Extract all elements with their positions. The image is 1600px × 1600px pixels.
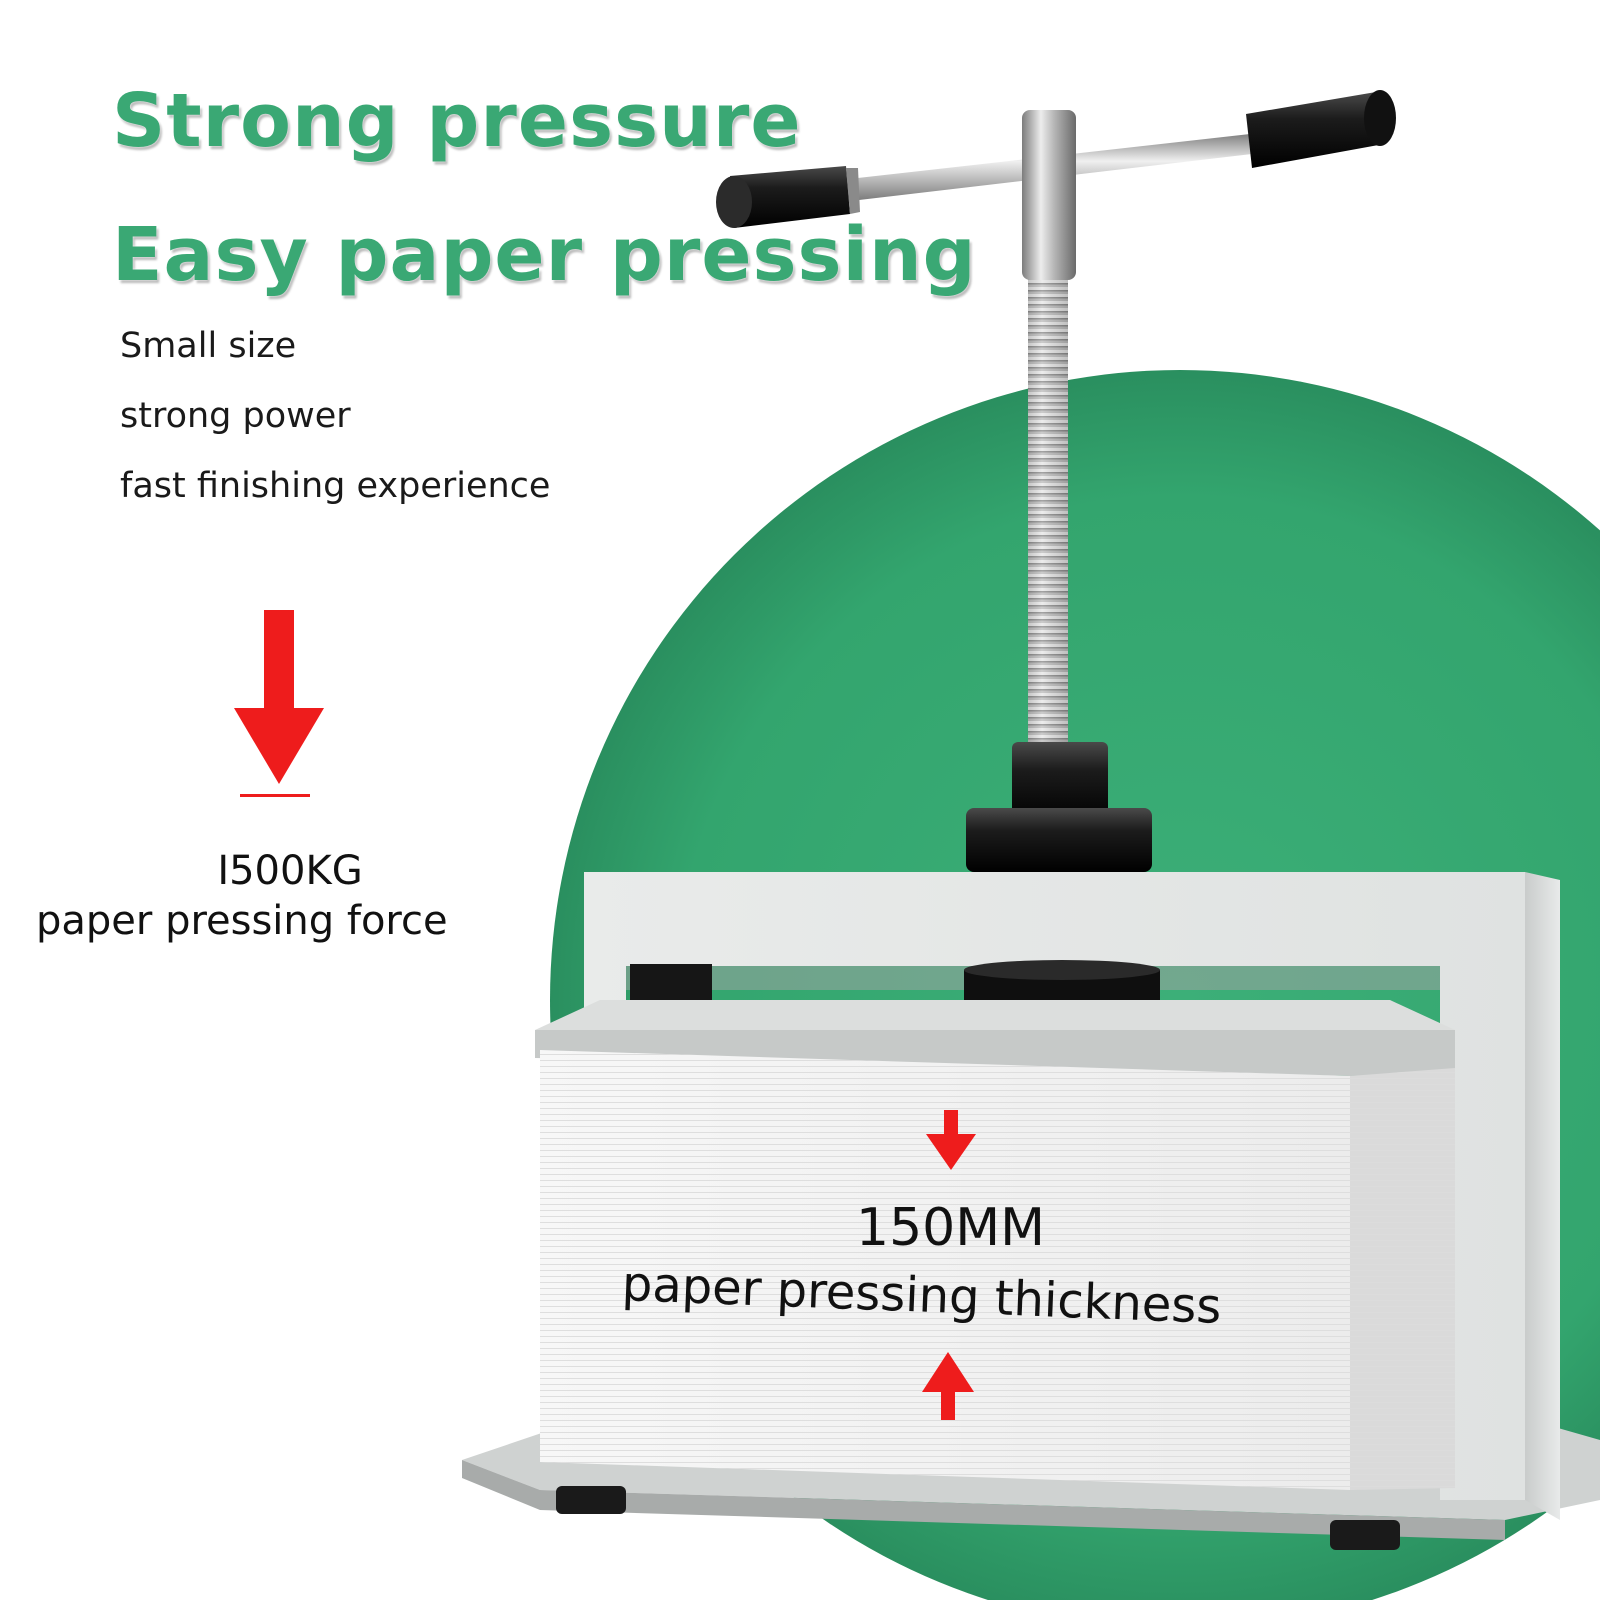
feature-strong-power: strong power: [120, 396, 351, 436]
threaded-screw: [1028, 270, 1068, 756]
handle-knob-left: [716, 166, 860, 228]
paper-stack: [540, 1050, 1455, 1490]
thickness-arrow-down-icon: [926, 1110, 976, 1170]
headline-strong-pressure: Strong pressure: [112, 78, 802, 164]
force-caption: paper pressing force: [36, 898, 448, 944]
force-value: I500KG: [217, 848, 363, 894]
frame-side: [1525, 872, 1560, 1520]
feature-small-size: Small size: [120, 326, 297, 366]
down-arrow-icon: [234, 610, 324, 797]
handle-knob-right: [1246, 90, 1396, 168]
t-handle: [716, 90, 1396, 280]
pressing-plate: [535, 1000, 1455, 1076]
headline-easy-paper-pressing: Easy paper pressing: [112, 212, 977, 298]
feature-fast-finishing: fast finishing experience: [120, 466, 551, 506]
thickness-arrow-up-icon: [922, 1352, 974, 1420]
screw-nut: [966, 742, 1152, 872]
thickness-value: 150MM: [856, 1198, 1045, 1258]
